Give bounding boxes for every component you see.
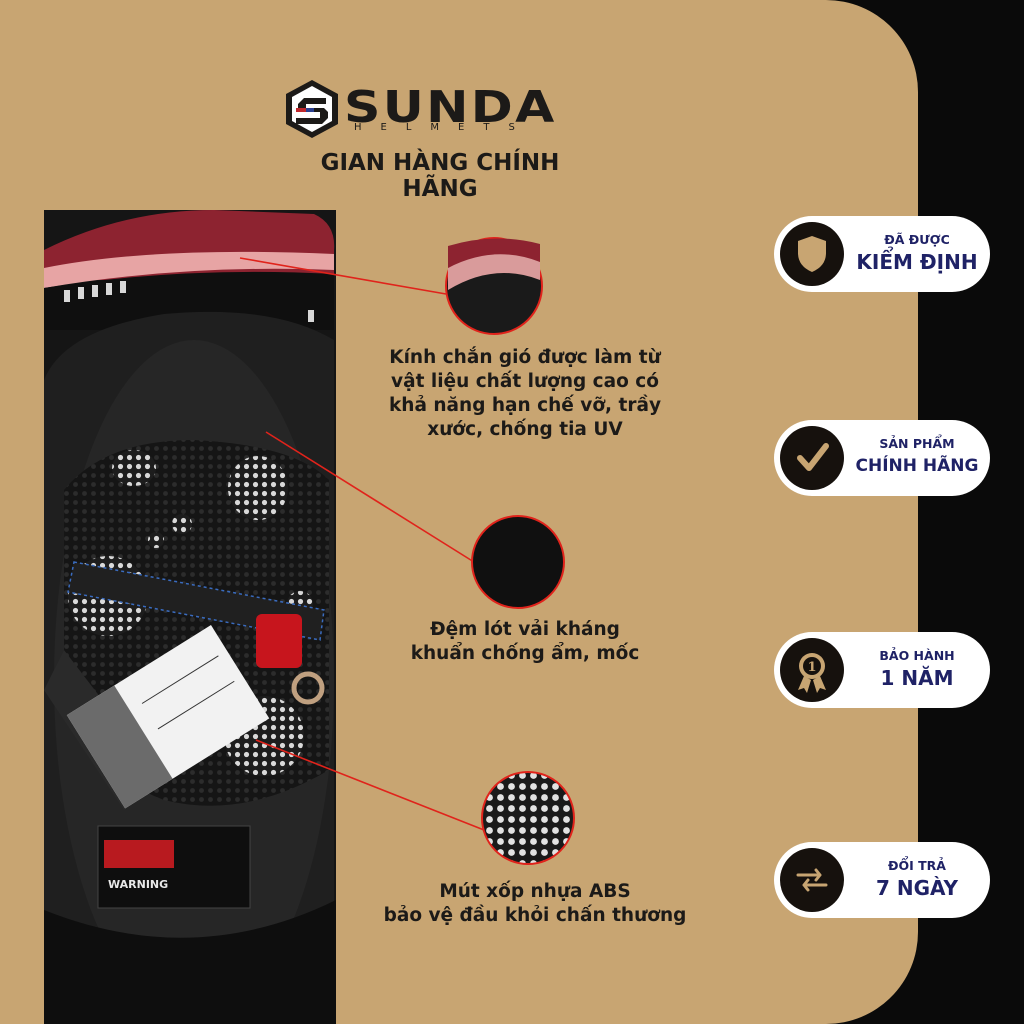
badge-verified: ĐÃ ĐƯỢC KIỂM ĐỊNH — [774, 216, 990, 292]
logo-subtitle: HELMETS — [354, 122, 534, 133]
background-panel: SUNDA HELMETS GIAN HÀNG CHÍNH HÃNG — [0, 0, 918, 1024]
helmet-interior-photo: WARNING — [44, 210, 336, 1024]
shield-icon — [780, 222, 844, 286]
badge-line1: BẢO HÀNH — [879, 648, 955, 663]
callout-liner: Đệm lót vải kháng khuẩn chống ẩm, mốc — [380, 618, 670, 666]
badge-warranty: 1 BẢO HÀNH 1 NĂM — [774, 632, 990, 708]
svg-text:1: 1 — [807, 660, 816, 675]
badge-line1: ĐÃ ĐƯỢC — [884, 232, 950, 247]
visor-zoom-circle — [445, 237, 543, 335]
callout-visor: Kính chắn gió được làm từ vật liệu chất … — [370, 346, 680, 442]
store-title: GIAN HÀNG CHÍNH HÃNG — [320, 150, 560, 202]
callout-line: Kính chắn gió được làm từ — [389, 347, 661, 368]
foam-zoom-circle — [481, 771, 575, 865]
badge-line1: SẢN PHẨM — [879, 436, 955, 451]
badge-line2: CHÍNH HÃNG — [855, 456, 979, 476]
badge-return: ĐỔI TRẢ 7 NGÀY — [774, 842, 990, 918]
callout-foam: Mút xốp nhựa ABS bảo vệ đầu khỏi chấn th… — [380, 880, 690, 928]
callout-line: khuẩn chống ẩm, mốc — [410, 643, 640, 664]
callout-line: xước, chống tia UV — [427, 419, 623, 440]
callout-line: bảo vệ đầu khỏi chấn thương — [383, 905, 687, 926]
callout-lines — [239, 237, 575, 865]
badge-line2: KIỂM ĐỊNH — [856, 250, 978, 274]
logo-emblem-icon — [286, 80, 338, 138]
badge-line2: 1 NĂM — [880, 666, 954, 690]
liner-zoom-circle — [471, 515, 565, 609]
badge-line2: 7 NGÀY — [875, 876, 959, 900]
brand-logo: SUNDA HELMETS — [282, 78, 602, 140]
callout-line: khả năng hạn chế vỡ, trầy — [388, 395, 662, 416]
callout-line: vật liệu chất lượng cao có — [391, 371, 659, 392]
medal-icon: 1 — [780, 638, 844, 702]
callout-line: Đệm lót vải kháng — [430, 619, 620, 640]
badge-line1: ĐỔI TRẢ — [888, 858, 946, 873]
badge-authentic: SẢN PHẨM CHÍNH HÃNG — [774, 420, 990, 496]
callout-line: Mút xốp nhựa ABS — [439, 881, 631, 902]
logo-wordmark: SUNDA — [344, 82, 557, 133]
exchange-icon — [780, 848, 844, 912]
warning-label: WARNING — [108, 878, 168, 891]
check-icon — [780, 426, 844, 490]
